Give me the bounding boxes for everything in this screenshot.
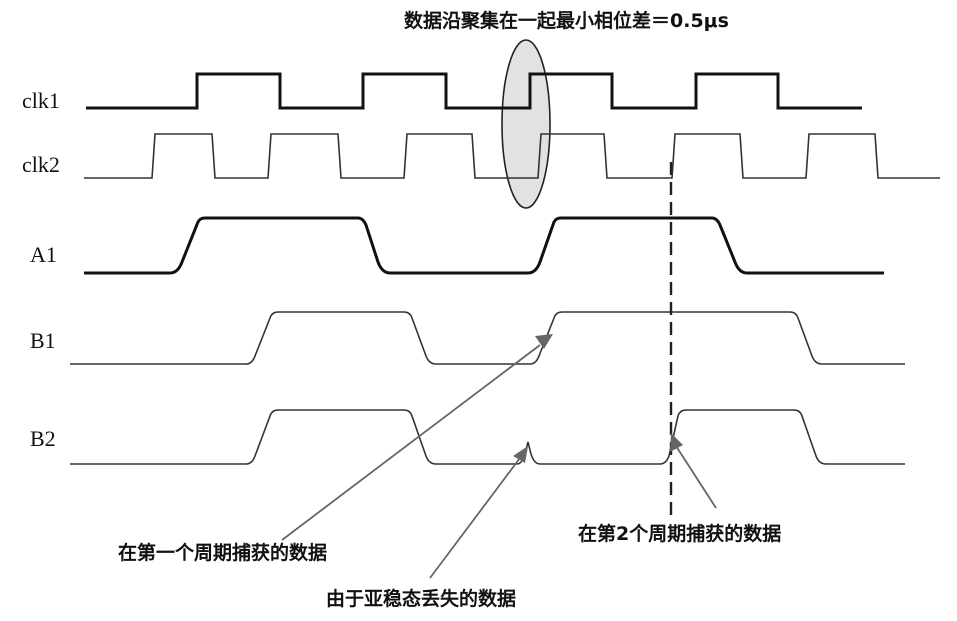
a1-waveform xyxy=(84,216,884,275)
b2-waveform xyxy=(70,409,905,465)
second-capture-pointer xyxy=(675,445,717,509)
second-capture-note: 在第2个周期捕获的数据 xyxy=(578,522,781,545)
signal-label-b1: B1 xyxy=(30,328,56,353)
clk1-waveform xyxy=(86,72,862,110)
signal-label-a1: A1 xyxy=(30,242,57,267)
signal-label-b2: B2 xyxy=(30,426,56,451)
first-capture-note: 在第一个周期捕获的数据 xyxy=(118,541,327,564)
clk2-waveform xyxy=(84,133,940,179)
first-capture-pointer xyxy=(281,344,541,541)
lost-data-note: 由于亚稳态丢失的数据 xyxy=(326,587,516,610)
edge-cluster-ellipse xyxy=(501,39,551,209)
lost-data-pointer xyxy=(429,457,521,579)
signal-label-clk1: clk1 xyxy=(22,88,60,113)
first-capture-arrowhead xyxy=(535,334,553,349)
second-capture-arrowhead xyxy=(670,433,683,452)
b1-waveform xyxy=(70,311,905,365)
lost-data-arrowhead xyxy=(513,446,528,463)
skew-note: 数据沿聚集在一起最小相位差＝0.5μs xyxy=(404,9,729,32)
signal-label-clk2: clk2 xyxy=(22,152,60,177)
